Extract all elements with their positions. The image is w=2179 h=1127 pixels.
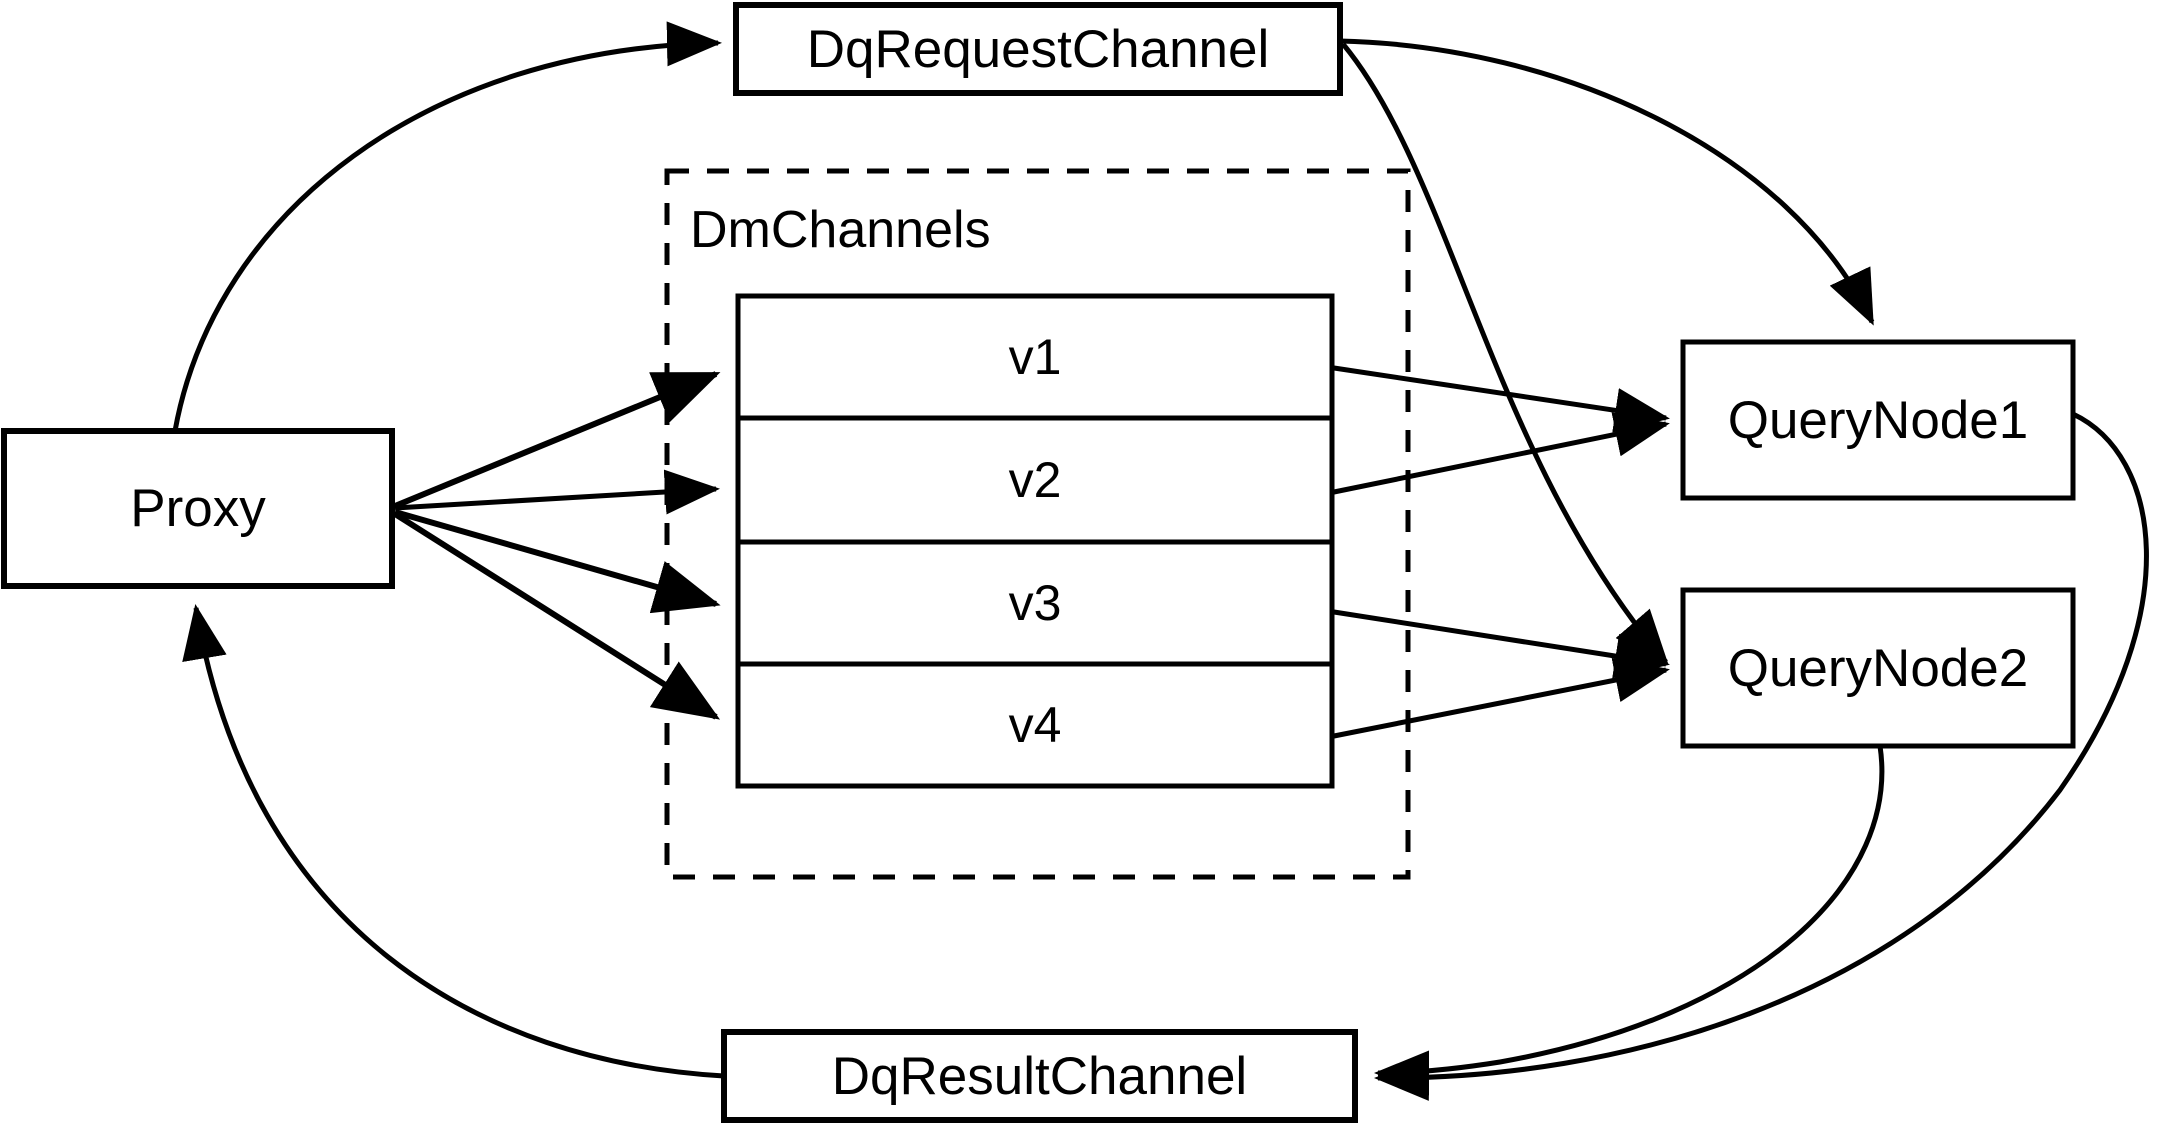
edge-proxy-to-v3 [394, 509, 721, 614]
node-box-query-node-1[interactable] [1680, 339, 2076, 501]
edge-v3-to-query-node-2 [1333, 609, 1670, 679]
edge-v1-to-query-node-1 [1333, 365, 1670, 433]
edge-query-node-1-to-dq-result-channel [1374, 411, 2149, 1101]
edge-dq-request-channel-to-query-node-2 [1341, 42, 1669, 666]
edge-query-node-2-to-dq-result-channel [1373, 745, 1885, 1096]
node-box-dq-result-channel[interactable] [721, 1029, 1358, 1123]
edge-proxy-to-v4 [393, 511, 721, 720]
node-box-proxy[interactable] [1, 428, 395, 589]
dm-channels-group-box [664, 168, 1411, 880]
edge-proxy-to-v1 [393, 371, 721, 509]
node-box-query-node-2[interactable] [1680, 587, 2076, 749]
node-box-dq-request-channel[interactable] [733, 2, 1343, 96]
edge-proxy-to-dq-request-channel [172, 21, 722, 432]
edge-proxy-to-v2 [394, 469, 720, 515]
edge-dq-request-channel-to-query-node-1 [1339, 38, 1875, 326]
edge-dq-result-channel-to-proxy [182, 604, 725, 1079]
edge-v4-to-query-node-2 [1333, 657, 1670, 739]
edge-v2-to-query-node-1 [1333, 412, 1670, 495]
